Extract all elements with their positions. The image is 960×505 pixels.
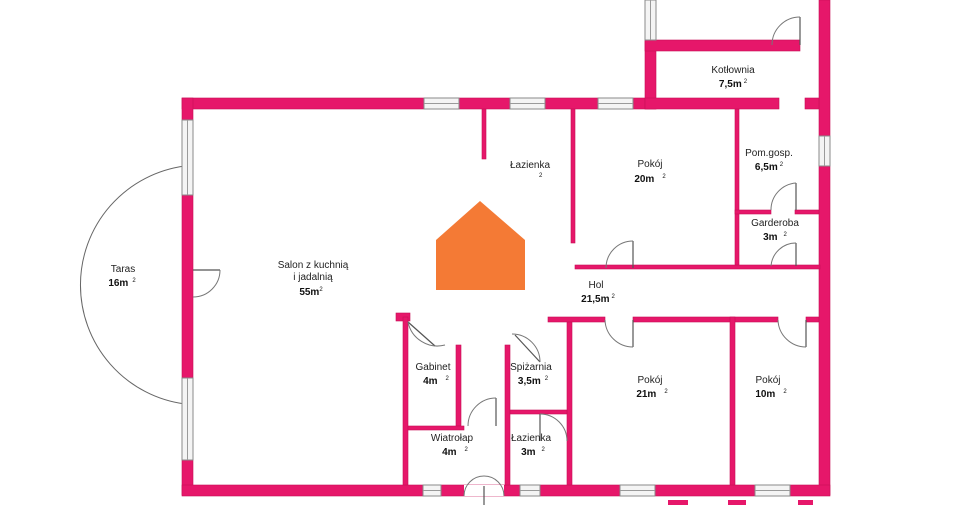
bottom-edge-mark — [668, 500, 688, 505]
windows — [181, 0, 831, 497]
bottom-edge-mark — [728, 500, 746, 505]
room-lazienka-1: Łazienka 2 — [510, 160, 550, 179]
svg-text:2: 2 — [539, 173, 543, 179]
svg-text:Garderoba: Garderoba — [751, 218, 799, 229]
svg-text:Pokój: Pokój — [755, 375, 780, 386]
doors — [192, 16, 807, 505]
svg-text:Gabinet: Gabinet — [415, 362, 450, 373]
door-room-10 — [777, 319, 807, 348]
terrace-outline — [79, 165, 186, 405]
svg-text:Pokój: Pokój — [637, 375, 662, 386]
room-salon: Salon z kuchnią i jadalnią 55m2 — [278, 260, 349, 298]
door-wardrobe — [770, 242, 797, 267]
door-entrance — [463, 475, 505, 505]
door-room-21 — [604, 319, 634, 348]
door-terrace — [192, 269, 221, 298]
door-office — [407, 321, 446, 347]
svg-text:6,5m2: 6,5m2 — [755, 162, 784, 173]
svg-text:Kotłownia: Kotłownia — [711, 65, 755, 76]
svg-text:3,5m2: 3,5m2 — [518, 376, 549, 387]
svg-text:Hol: Hol — [588, 280, 603, 291]
svg-text:4m2: 4m2 — [423, 376, 449, 387]
walls — [181, 0, 831, 497]
svg-text:Taras: Taras — [111, 264, 135, 275]
svg-text:Łazienka: Łazienka — [511, 433, 551, 444]
door-utility — [770, 182, 797, 211]
door-pantry — [511, 333, 541, 363]
svg-text:4m2: 4m2 — [442, 447, 468, 458]
svg-text:Pokój: Pokój — [637, 159, 662, 170]
svg-text:3m2: 3m2 — [763, 232, 787, 243]
bottom-edge-mark — [798, 500, 813, 505]
door-vestibule — [467, 397, 497, 427]
svg-text:Salon z kuchnią: Salon z kuchnią — [278, 260, 349, 271]
svg-text:55m2: 55m2 — [299, 287, 323, 298]
house-logo-icon — [436, 201, 525, 290]
svg-text:Spiżarnia: Spiżarnia — [510, 362, 552, 373]
svg-text:7,5m2: 7,5m2 — [719, 79, 748, 90]
svg-text:Pom.gosp.: Pom.gosp. — [745, 148, 793, 159]
svg-text:21,5m2: 21,5m2 — [581, 294, 615, 305]
door-boiler-room — [771, 16, 801, 46]
door-bathroom-2 — [539, 413, 568, 442]
door-room-20 — [605, 240, 634, 269]
svg-text:Wiatrołap: Wiatrołap — [431, 433, 474, 444]
svg-text:Łazienka: Łazienka — [510, 160, 550, 171]
svg-text:3m2: 3m2 — [521, 447, 545, 458]
svg-text:i jadalnią: i jadalnią — [293, 272, 333, 283]
